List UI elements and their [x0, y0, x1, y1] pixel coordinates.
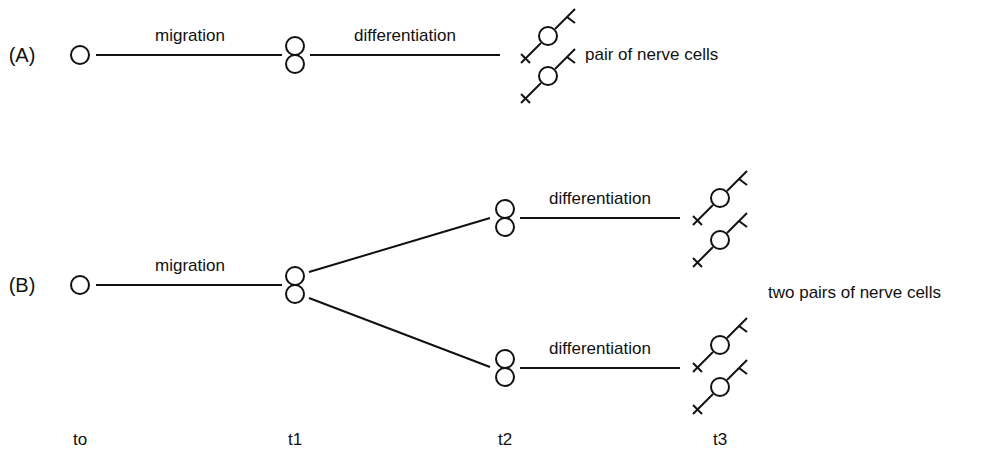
migration-line	[96, 54, 282, 56]
step-label: differentiation	[549, 190, 651, 209]
cell	[496, 368, 514, 386]
cell	[286, 55, 304, 73]
nerve-cell	[693, 360, 747, 414]
step-label: differentiation	[354, 27, 456, 46]
cell	[286, 37, 304, 55]
split-line	[309, 298, 490, 367]
cell	[496, 350, 514, 368]
split-line	[309, 218, 490, 272]
time-label: t3	[713, 431, 727, 450]
result-label: two pairs of nerve cells	[768, 284, 941, 303]
cell	[71, 276, 89, 294]
cell	[496, 218, 514, 236]
cell	[286, 267, 304, 285]
nerve-cell	[521, 9, 575, 63]
step-label: migration	[155, 257, 225, 276]
differentiation-line	[310, 54, 500, 56]
result-label: pair of nerve cells	[585, 46, 718, 65]
panel-letter: (A)	[9, 44, 36, 66]
panel-letter: (B)	[9, 274, 36, 296]
nerve-cell	[693, 171, 747, 225]
cell	[286, 285, 304, 303]
nerve-cell	[693, 213, 747, 267]
step-label: differentiation	[549, 340, 651, 359]
row-b	[71, 200, 680, 386]
time-label: t1	[288, 431, 302, 450]
differentiation-line	[520, 367, 680, 369]
step-label: migration	[155, 27, 225, 46]
cell	[71, 46, 89, 64]
migration-line	[96, 284, 282, 286]
nerve-cell	[521, 49, 575, 103]
cell	[496, 200, 514, 218]
nerve-cell	[693, 318, 747, 372]
time-label: t2	[498, 431, 512, 450]
time-label: to	[73, 431, 87, 450]
differentiation-line	[520, 217, 680, 219]
